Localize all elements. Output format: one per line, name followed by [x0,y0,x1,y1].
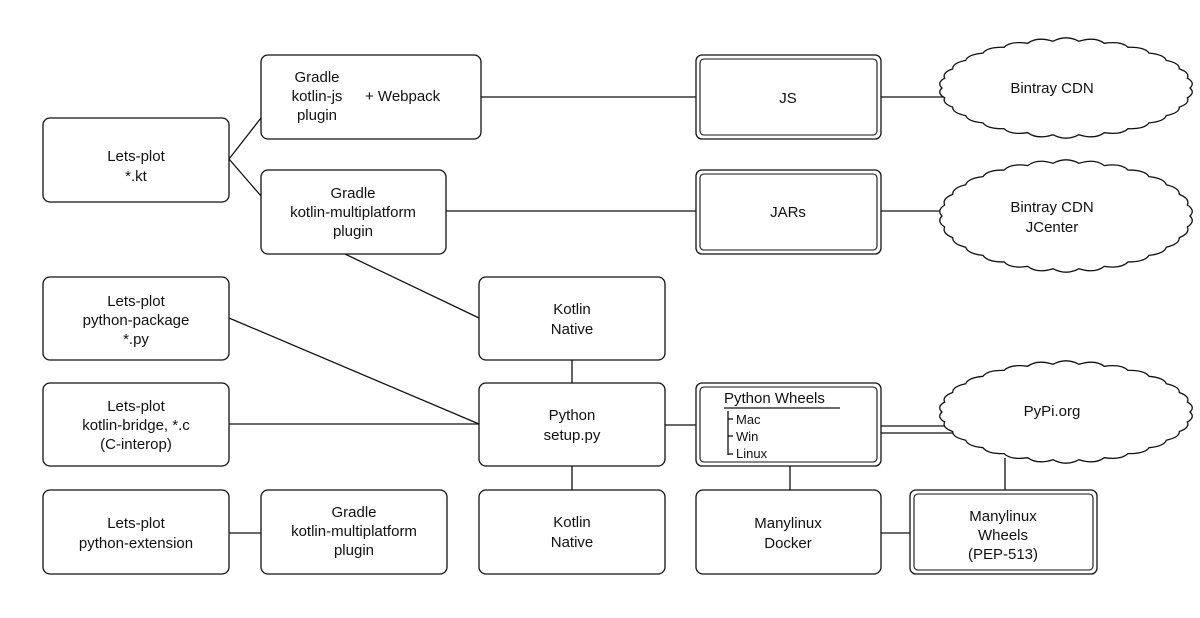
node-gradle-kotlin-js: Gradle kotlin-js plugin + Webpack [260,54,482,140]
mlwheels-line-1: Manylinux [969,508,1037,525]
node-python-package: Lets-plot python-package *.py [42,276,230,361]
gradle-js-line-3: plugin [297,107,337,124]
wheels-item-mac: Mac [736,412,761,427]
node-kotlin-native-1: Kotlin Native [478,276,666,361]
node-manylinux-docker: Manylinux Docker [695,489,882,575]
letsplot-kt-line-2: *.kt [125,168,148,185]
gradle-mpp2-line-3: plugin [334,542,374,559]
gradle-js-line-1: Gradle [294,69,339,86]
node-letsplot-kt: Lets-plot *.kt [42,117,230,203]
native2-line-2: Native [551,534,594,551]
bridge-line-1: Lets-plot [107,398,165,415]
native1-line-2: Native [551,321,594,338]
gradle-mpp2-line-2: kotlin-multiplatform [291,523,417,540]
cloud-pypi: PyPi.org [939,360,1193,464]
edge-kt-to-gradle-mpp [228,158,262,197]
cloud-shape-pypi [939,360,1193,464]
js-label: JS [779,90,797,107]
bintray-jcenter-line-2: JCenter [1026,219,1079,236]
gradle-mpp1-line-2: kotlin-multiplatform [290,204,416,221]
native2-line-1: Kotlin [553,514,591,531]
setup-line-2: setup.py [544,427,601,444]
docker-line-1: Manylinux [754,515,822,532]
cloud-shape-bintray-jcenter [939,159,1193,273]
pypkg-line-2: python-package [83,312,190,329]
native1-line-1: Kotlin [553,301,591,318]
letsplot-kt-line-1: Lets-plot [107,148,165,165]
node-js: JS [695,54,882,140]
wheels-title: Python Wheels [724,390,825,407]
mlwheels-line-3: (PEP-513) [968,546,1038,563]
gradle-mpp1-line-1: Gradle [330,185,375,202]
node-python-wheels: Python Wheels Mac Win Linux [695,382,882,467]
node-kotlin-bridge: Lets-plot kotlin-bridge, *.c (C-interop) [42,382,230,467]
bintray-jcenter-line-1: Bintray CDN [1010,199,1093,216]
bridge-line-3: (C-interop) [100,436,172,453]
node-gradle-mpp-1: Gradle kotlin-multiplatform plugin [260,169,447,255]
node-python-extension: Lets-plot python-extension [42,489,230,575]
setup-line-1: Python [549,407,596,424]
webpack-label: + Webpack [365,88,441,105]
node-gradle-mpp-2: Gradle kotlin-multiplatform plugin [260,489,448,575]
mlwheels-line-2: Wheels [978,527,1028,544]
wheels-item-win: Win [736,429,758,444]
edge-pypkg-to-setup [228,317,480,425]
node-jars: JARs [695,169,882,255]
pyext-line-2: python-extension [79,535,193,552]
cloud-shape-bintray-cdn [939,37,1193,139]
bridge-line-2: kotlin-bridge, *.c [82,417,190,434]
gradle-mpp2-line-1: Gradle [331,504,376,521]
node-kotlin-native-2: Kotlin Native [478,489,666,575]
jars-label: JARs [770,204,806,221]
pyext-line-1: Lets-plot [107,515,165,532]
node-manylinux-wheels: Manylinux Wheels (PEP-513) [909,489,1098,575]
pypi-label: PyPi.org [1024,403,1081,420]
pypkg-line-3: *.py [123,331,149,348]
bintray-cdn-label: Bintray CDN [1010,80,1093,97]
edge-gradle-mpp-to-native [344,253,480,319]
cloud-bintray-cdn: Bintray CDN [939,37,1193,139]
edge-kt-to-gradle-js [228,117,262,160]
edges [228,96,1006,534]
docker-line-2: Docker [764,535,812,552]
gradle-js-line-2: kotlin-js [292,88,343,105]
pypkg-line-1: Lets-plot [107,293,165,310]
node-python-setup: Python setup.py [478,382,666,467]
cloud-bintray-jcenter: Bintray CDN JCenter [939,159,1193,273]
gradle-mpp1-line-3: plugin [333,223,373,240]
wheels-item-linux: Linux [736,446,768,461]
